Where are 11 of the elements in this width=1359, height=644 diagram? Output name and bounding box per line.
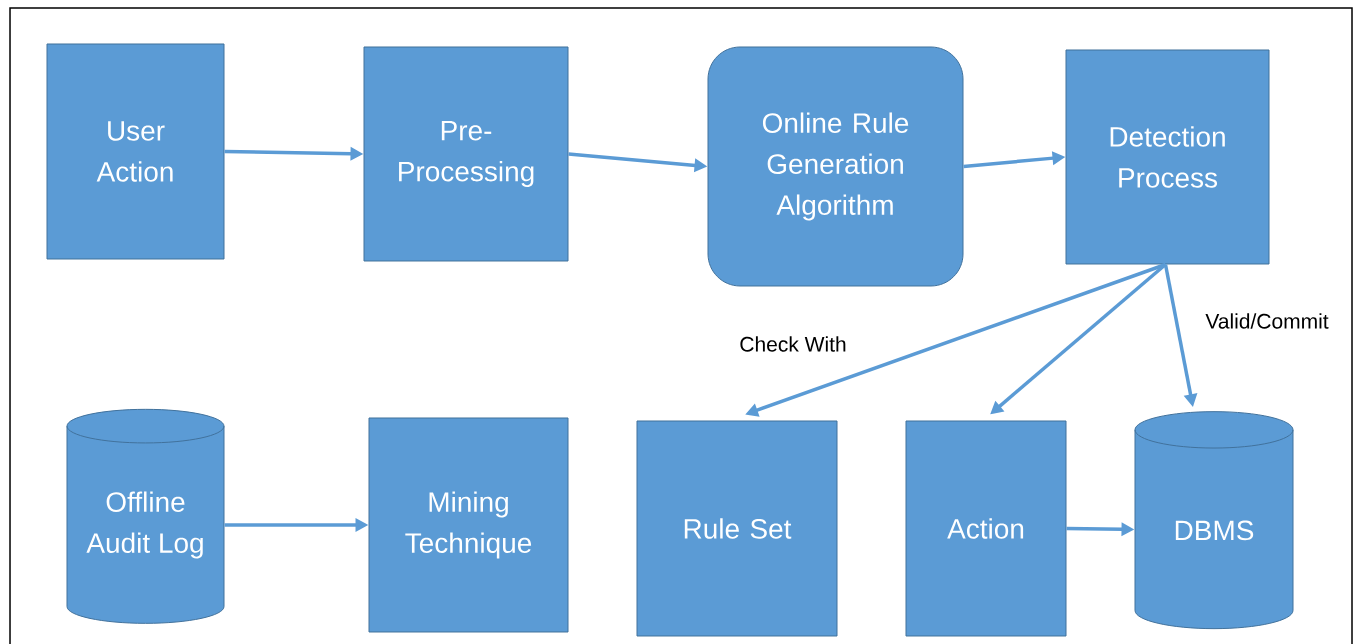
process-box: Detection Process — [1065, 49, 1270, 265]
rounded-process-box: Online Rule Generation Algorithm — [707, 46, 964, 287]
edge-label: Valid/Commit — [1205, 313, 1329, 329]
database-cylinder: DBMS — [1134, 411, 1294, 630]
process-box: User Action — [46, 43, 225, 260]
database-cylinder: Offline Audit Log — [66, 408, 225, 624]
process-box: Pre- Processing — [363, 46, 569, 262]
process-box: Action — [905, 420, 1067, 637]
process-box: Mining Technique — [368, 417, 569, 633]
edge-label: Check With — [740, 336, 846, 352]
process-box: Rule Set — [636, 420, 838, 637]
